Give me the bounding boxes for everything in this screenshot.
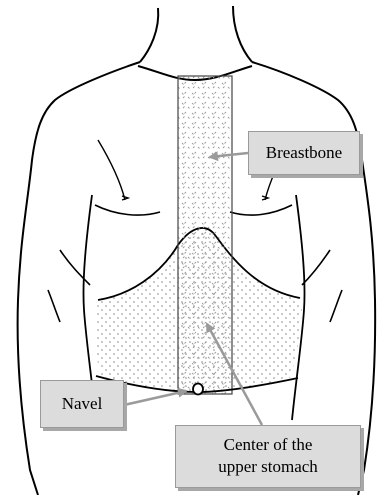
navel-arrow	[124, 391, 186, 405]
left-pectoral-line	[95, 205, 160, 215]
navel-mark	[193, 384, 203, 395]
navel-label-text: Navel	[41, 381, 123, 427]
right-armpit-curve	[330, 290, 342, 322]
left-pectoral-line	[98, 140, 125, 200]
left-shoulder-arm-outline	[18, 62, 140, 495]
neck-outline	[140, 8, 158, 62]
breastbone-strip	[178, 76, 232, 394]
upper-stomach-label: Center of the upper stomach	[175, 425, 361, 488]
upper-stomach-label-line1: Center of the	[176, 434, 360, 456]
navel-label: Navel	[40, 380, 124, 428]
neck-outline	[233, 6, 252, 62]
breastbone-label: Breastbone	[248, 131, 360, 175]
breastbone-label-text: Breastbone	[249, 132, 359, 174]
upper-stomach-label-line2: upper stomach	[176, 456, 360, 478]
right-armpit-curve	[302, 250, 330, 285]
left-armpit-curve	[48, 290, 60, 322]
right-pectoral-line	[230, 205, 292, 215]
